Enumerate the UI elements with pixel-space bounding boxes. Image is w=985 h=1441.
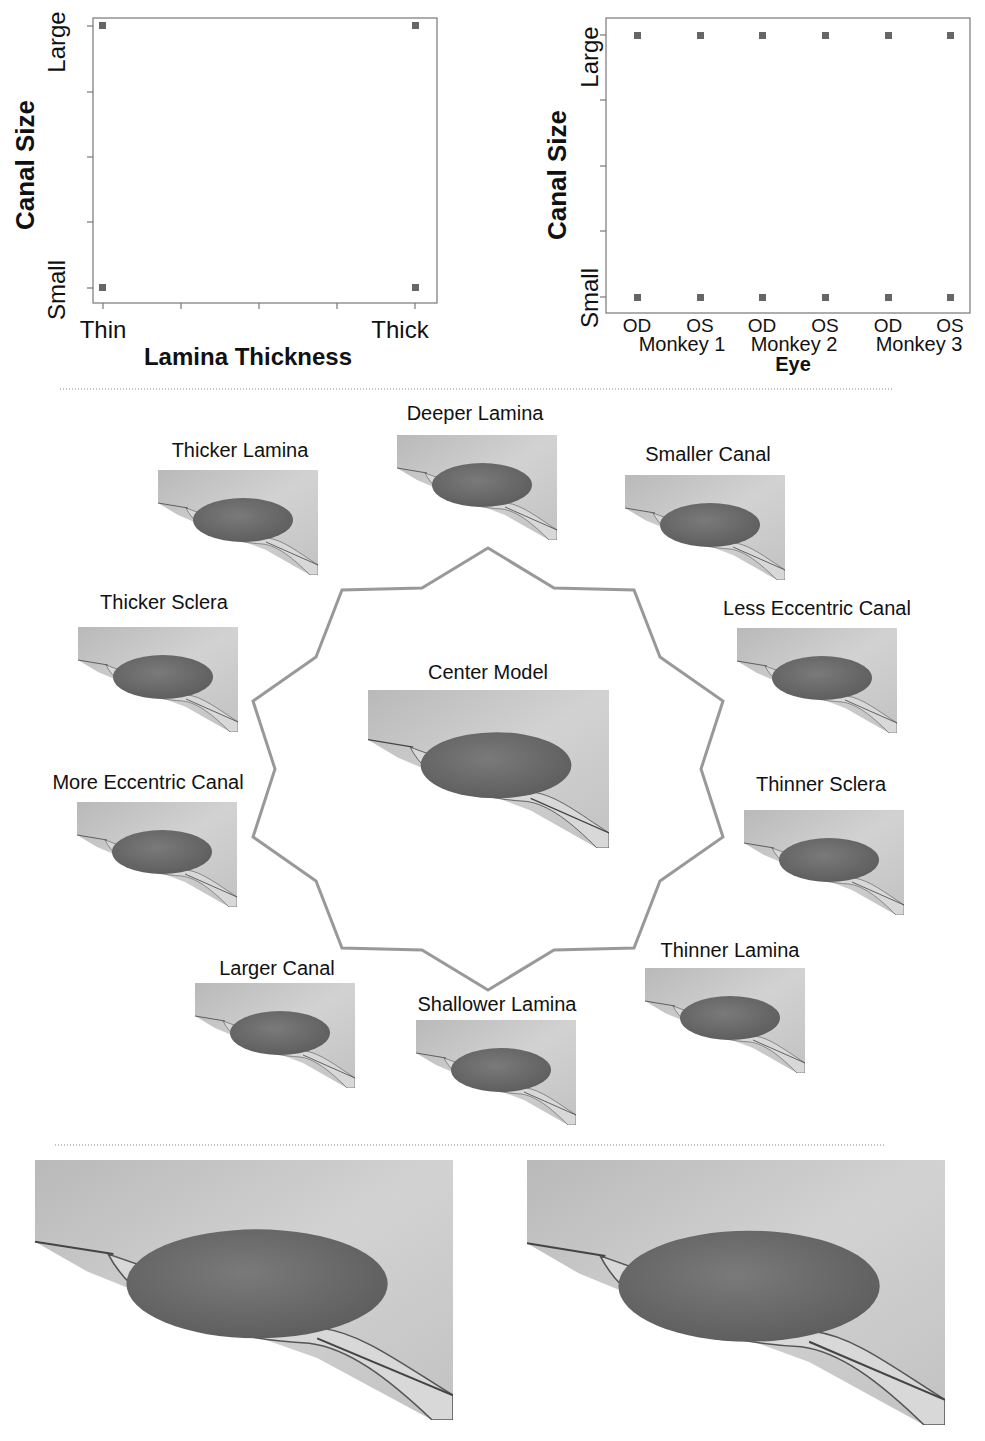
model-label: Shallower Lamina	[418, 994, 577, 1014]
axis-tick-label: OD	[623, 316, 652, 335]
model-label: Less Eccentric Canal	[723, 598, 911, 618]
axis-title: Lamina Thickness	[144, 345, 352, 369]
axis-title: Eye	[775, 354, 811, 374]
axis-tick-label: Small	[45, 260, 69, 320]
model-label: Smaller Canal	[645, 444, 771, 464]
axis-title: Canal Size	[12, 100, 38, 230]
axis-tick-label: Thin	[80, 318, 127, 342]
model-label: Thicker Lamina	[172, 440, 309, 460]
axis-tick-label: OS	[811, 316, 838, 335]
top-right-plot	[600, 18, 970, 313]
model-label: Thinner Lamina	[661, 940, 800, 960]
axis-tick-label: Thick	[371, 318, 428, 342]
axis-tick-label: OS	[686, 316, 713, 335]
axis-group-label: Monkey 1	[639, 334, 726, 354]
axis-tick-label: Large	[578, 26, 602, 87]
model-label: More Eccentric Canal	[52, 772, 243, 792]
axis-tick-label: OS	[936, 316, 963, 335]
separator	[55, 1145, 885, 1146]
model-label: Larger Canal	[219, 958, 335, 978]
axis-title: Canal Size	[544, 110, 570, 240]
top-left-plot	[87, 18, 437, 309]
model-label: Thicker Sclera	[100, 592, 228, 612]
model-renders	[35, 435, 945, 1425]
axis-tick-label: Large	[45, 11, 69, 72]
axis-group-label: Monkey 2	[751, 334, 838, 354]
axis-tick-label: Small	[578, 268, 602, 328]
axis-group-label: Monkey 3	[876, 334, 963, 354]
axis-tick-label: OD	[748, 316, 777, 335]
model-label: Center Model	[428, 662, 548, 682]
separator	[60, 389, 892, 390]
model-label: Thinner Sclera	[756, 774, 886, 794]
star-outline	[253, 548, 723, 990]
model-label: Deeper Lamina	[407, 403, 544, 423]
axis-tick-label: OD	[874, 316, 903, 335]
